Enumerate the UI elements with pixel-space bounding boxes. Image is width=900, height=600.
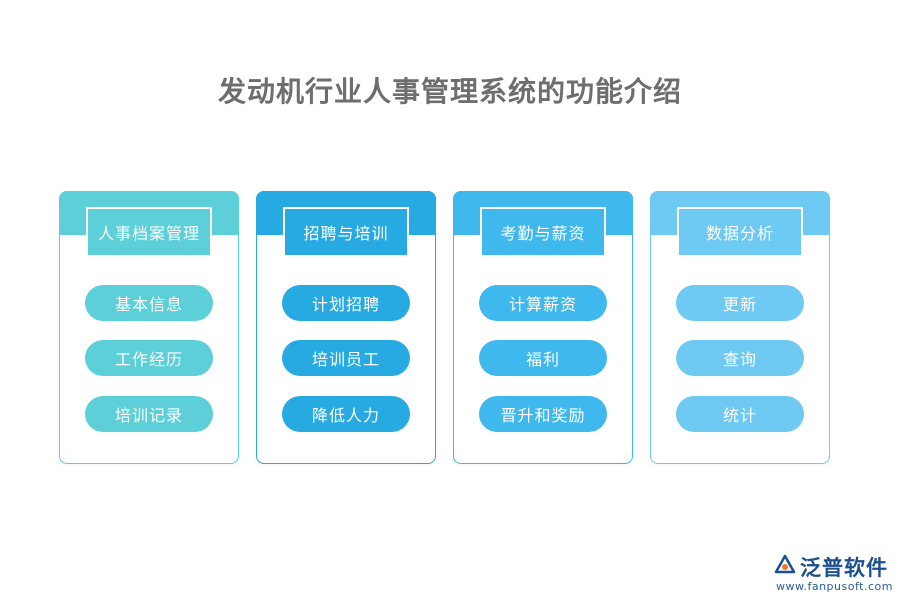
panel-item: 计划招聘: [282, 285, 410, 321]
logo-mark-icon: [774, 554, 796, 574]
brand-logo: 泛普软件 www.fanpusoft.com: [772, 550, 892, 594]
panel-item: 计算薪资: [479, 285, 607, 321]
diagram-title: 发动机行业人事管理系统的功能介绍: [217, 75, 682, 108]
panel-item: 培训员工: [282, 340, 410, 376]
logo-url: www.fanpusoft.com: [776, 580, 893, 593]
panel-item: 培训记录: [85, 396, 213, 432]
panel-item: 工作经历: [85, 340, 213, 376]
panel-header: 招聘与培训: [283, 207, 409, 257]
panel-data-analysis: 数据分析 更新 查询 统计: [649, 190, 830, 464]
logo-brand-name: 泛普软件: [800, 556, 888, 580]
panel-item: 查询: [676, 340, 804, 376]
panel-item: 降低人力: [282, 396, 410, 432]
panel-header: 人事档案管理: [86, 207, 212, 257]
panel-item: 统计: [676, 396, 804, 432]
panel-header: 数据分析: [677, 207, 803, 257]
panel-personnel-records: 人事档案管理 基本信息 工作经历 培训记录: [58, 190, 239, 464]
panel-item: 基本信息: [85, 285, 213, 321]
panel-recruitment-training: 招聘与培训 计划招聘 培训员工 降低人力: [255, 190, 436, 464]
panel-item: 晋升和奖励: [479, 396, 607, 432]
panel-item: 福利: [479, 340, 607, 376]
panel-item: 更新: [676, 285, 804, 321]
panel-header: 考勤与薪资: [480, 207, 606, 257]
panel-attendance-salary: 考勤与薪资 计算薪资 福利 晋升和奖励: [452, 190, 633, 464]
